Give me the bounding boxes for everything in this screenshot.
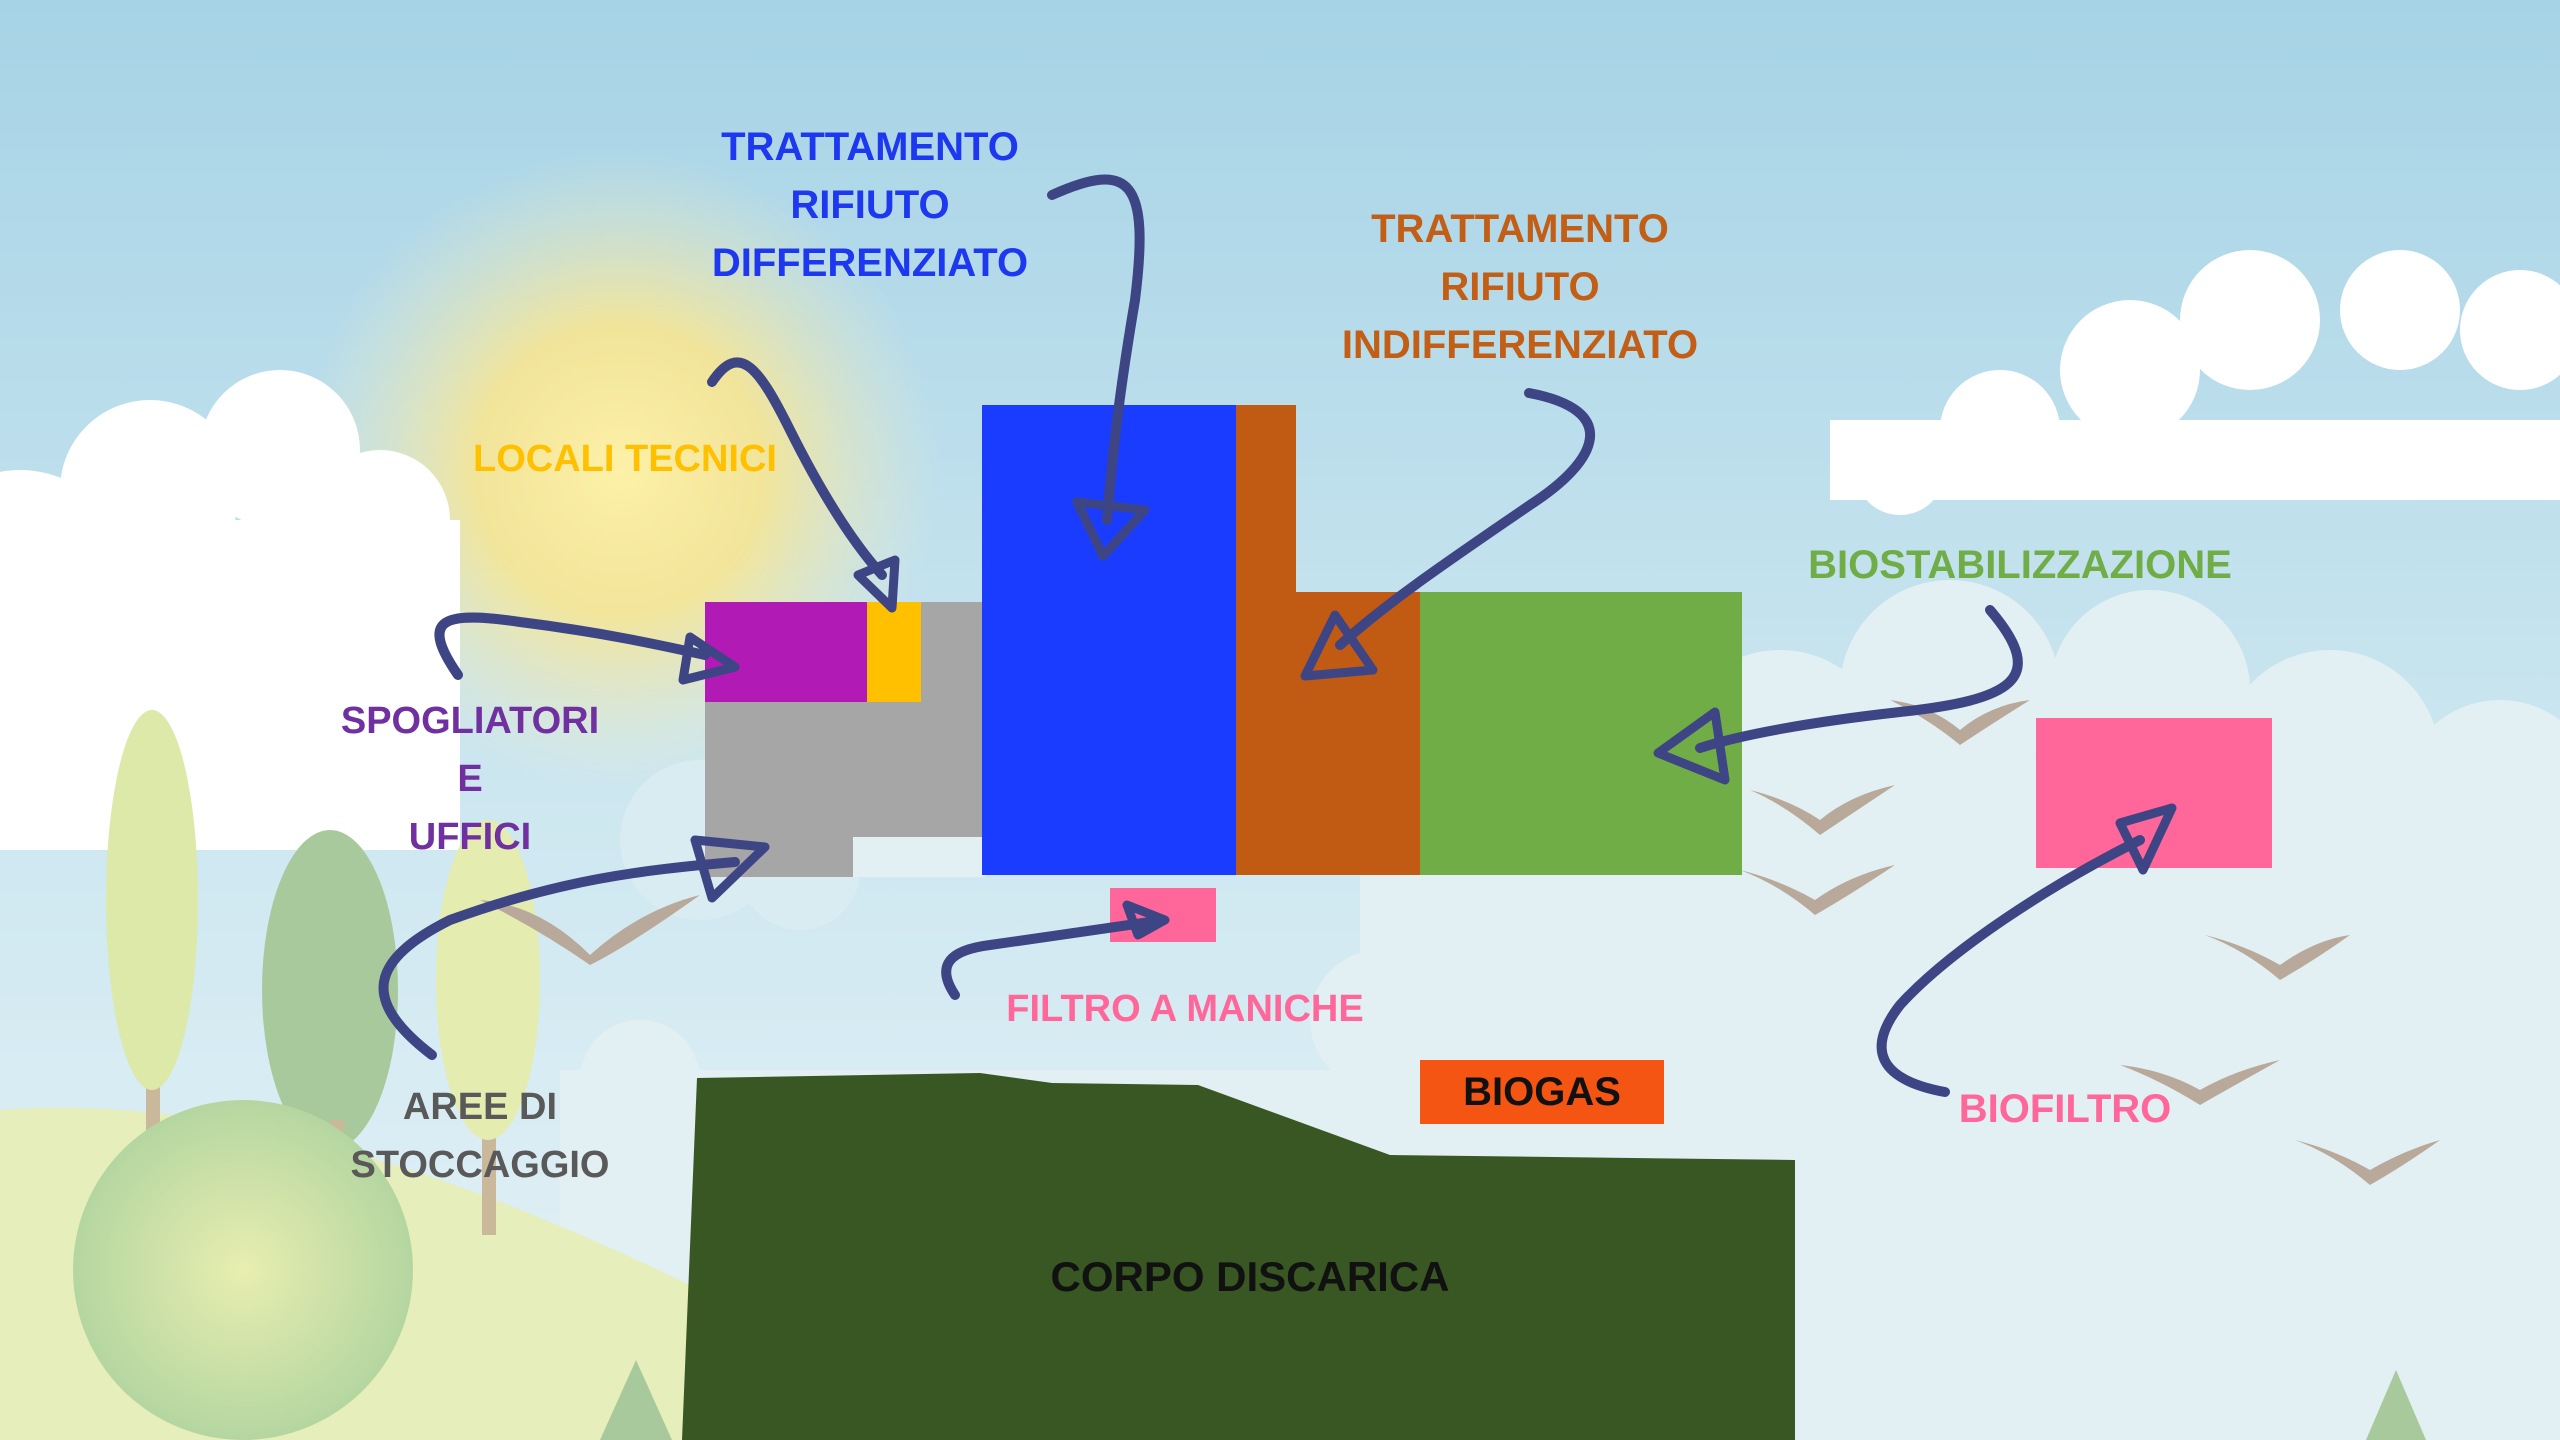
arrow-filtro-maniche xyxy=(941,917,1155,1000)
arrowheads xyxy=(678,497,2177,940)
label-biogas: BIOGAS xyxy=(1463,1069,1621,1114)
label-line: DIFFERENZIATO xyxy=(711,241,1029,285)
label-line: E xyxy=(457,758,483,800)
label-line: STOCCAGGIO xyxy=(350,1144,610,1186)
arrowhead-filtro-maniche xyxy=(1122,900,1170,940)
aree-stoccaggio-notch xyxy=(853,837,985,877)
label-line: TRATTAMENTO xyxy=(721,125,1019,169)
cloud-left xyxy=(0,370,460,850)
arrow-biofiltro xyxy=(1876,835,2145,1097)
arrowhead-locali-tecnici xyxy=(853,555,900,613)
tree-small-left xyxy=(600,1360,672,1440)
arrowhead-aree-stoccaggio xyxy=(690,835,770,903)
arrows xyxy=(378,174,2145,1097)
cloud-right-top xyxy=(1830,250,2560,515)
tree-left xyxy=(106,710,198,1140)
arrow-locali-tecnici xyxy=(707,357,887,580)
biostabilizzazione-block xyxy=(1420,592,1742,875)
label-locali-tecnici: LOCALI TECNICI xyxy=(473,438,777,480)
label-trattamento-differenziato: TRATTAMENTO RIFIUTO DIFFERENZIATO xyxy=(660,118,1080,292)
arrow-indifferenziato xyxy=(1335,388,1595,650)
label-line: RIFIUTO xyxy=(790,183,950,227)
label-line: INDIFFERENZIATO xyxy=(1341,323,1699,367)
spogliatori-uffici-block xyxy=(705,602,867,702)
arrowhead-biostabilizzazione xyxy=(1653,707,1730,785)
arrowhead-differenziato xyxy=(1072,497,1150,561)
label-line: RIFIUTO xyxy=(1440,265,1600,309)
arrow-spogliatori xyxy=(434,612,710,680)
arrowhead-biofiltro xyxy=(2115,803,2177,875)
bush xyxy=(73,1100,413,1440)
corpo-discarica-block xyxy=(682,1073,1795,1440)
arrow-biostabilizzazione xyxy=(1695,605,2023,753)
arrowhead-spogliatori xyxy=(678,632,740,685)
arrow-aree-stoccaggio xyxy=(378,857,740,1060)
arrow-differenziato xyxy=(1047,174,1145,525)
label-aree-stoccaggio: AREE DI STOCCAGGIO xyxy=(330,1078,630,1194)
tree-small-right xyxy=(2366,1370,2426,1440)
label-line: AREE DI xyxy=(402,1086,558,1128)
indifferenziato-block xyxy=(1236,405,1420,875)
label-line: SPOGLIATORI xyxy=(340,700,600,742)
label-spogliatori-uffici: SPOGLIATORI E UFFICI xyxy=(320,692,620,866)
label-filtro-maniche: FILTRO A MANICHE xyxy=(1006,988,1364,1030)
arrowhead-indifferenziato xyxy=(1300,610,1378,681)
locali-tecnici-block xyxy=(867,602,921,702)
label-corpo-discarica: CORPO DISCARICA xyxy=(1050,1253,1450,1300)
label-trattamento-indifferenziato: TRATTAMENTO RIFIUTO INDIFFERENZIATO xyxy=(1310,200,1730,374)
label-biofiltro: BIOFILTRO xyxy=(1958,1087,2172,1131)
label-line: TRATTAMENTO xyxy=(1371,207,1669,251)
label-biostabilizzazione: BIOSTABILIZZAZIONE xyxy=(1808,543,2232,587)
label-line: UFFICI xyxy=(408,816,532,858)
biogas-box: BIOGAS xyxy=(1420,1060,1664,1124)
